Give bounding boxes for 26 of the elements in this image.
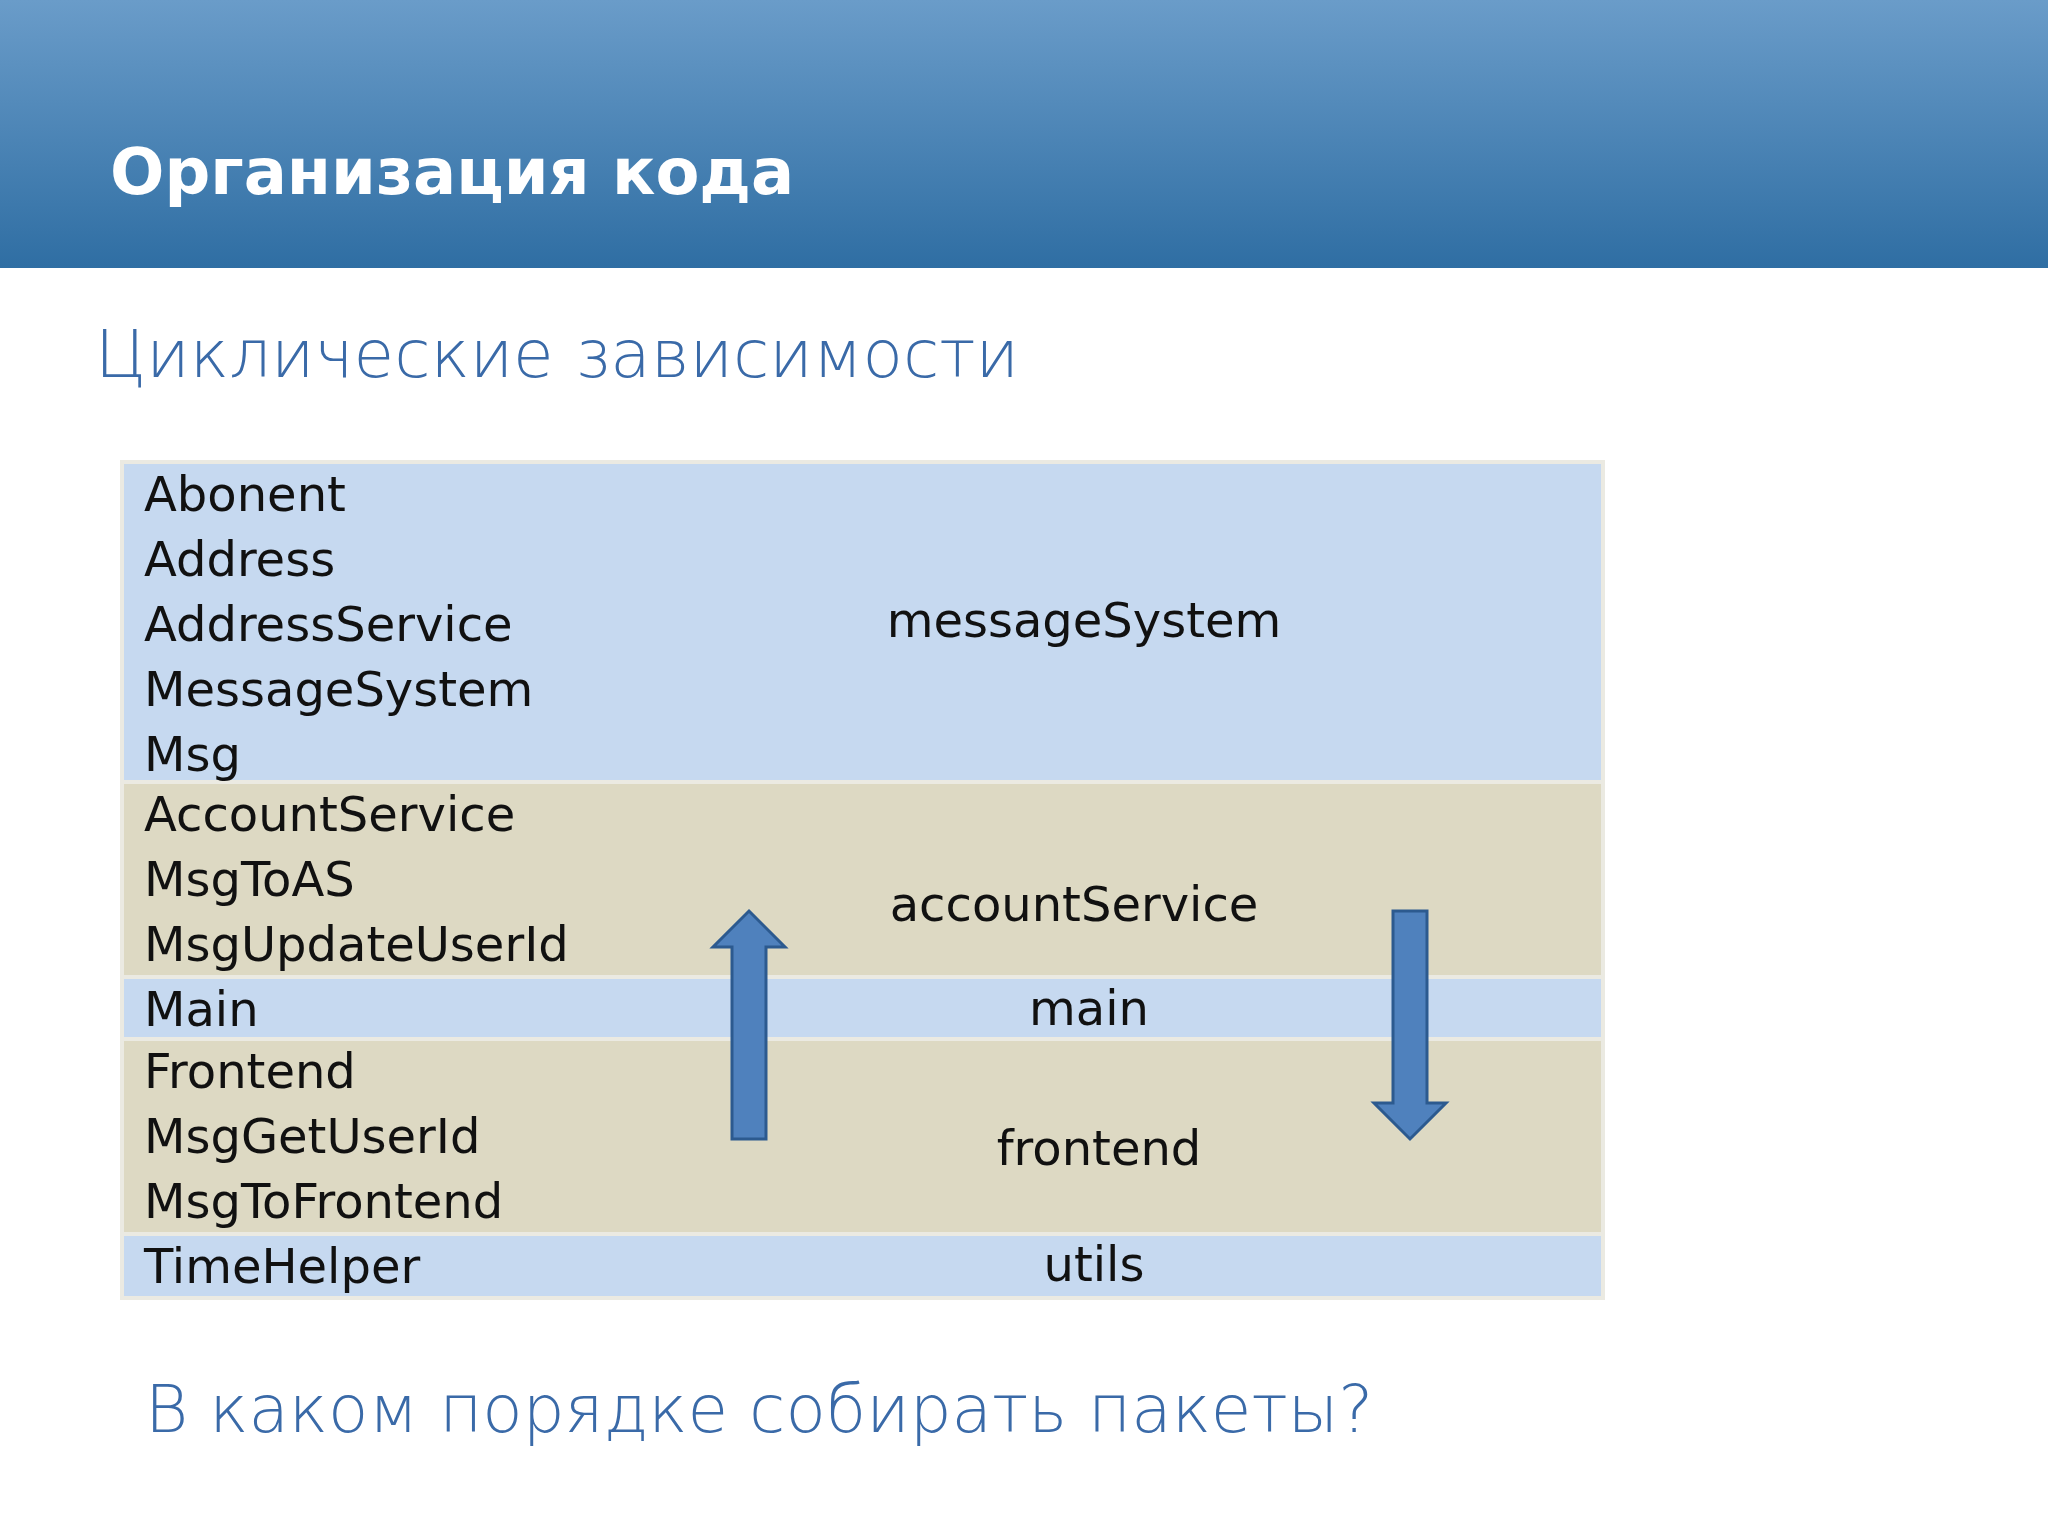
class-name: MsgGetUserId	[144, 1107, 481, 1166]
class-name: Address	[144, 530, 336, 589]
package-name: frontend	[996, 1119, 1202, 1178]
package-band	[124, 784, 1601, 975]
package-name: accountService	[889, 875, 1259, 934]
package-band	[124, 1041, 1601, 1232]
class-name: MsgToAS	[144, 850, 355, 909]
class-name: MsgToFrontend	[144, 1172, 504, 1231]
subtitle: Циклические зависимости	[95, 315, 1019, 395]
package-name: main	[1029, 979, 1149, 1038]
class-name: Abonent	[144, 465, 346, 524]
package-name: messageSystem	[886, 591, 1282, 650]
class-name: AddressService	[144, 595, 513, 654]
class-name: TimeHelper	[144, 1237, 421, 1296]
package-band	[124, 1236, 1601, 1296]
class-name: Main	[144, 980, 259, 1039]
package-band	[124, 464, 1601, 780]
class-name: AccountService	[144, 785, 516, 844]
class-name: MsgUpdateUserId	[144, 915, 569, 974]
slide-title: Организация кода	[110, 134, 795, 211]
class-name: MessageSystem	[144, 660, 534, 719]
package-name: utils	[1043, 1235, 1145, 1294]
class-name: Msg	[144, 725, 241, 784]
class-name: Frontend	[144, 1042, 356, 1101]
package-band	[124, 979, 1601, 1037]
question-text: В каком порядке собирать пакеты?	[145, 1370, 1374, 1450]
